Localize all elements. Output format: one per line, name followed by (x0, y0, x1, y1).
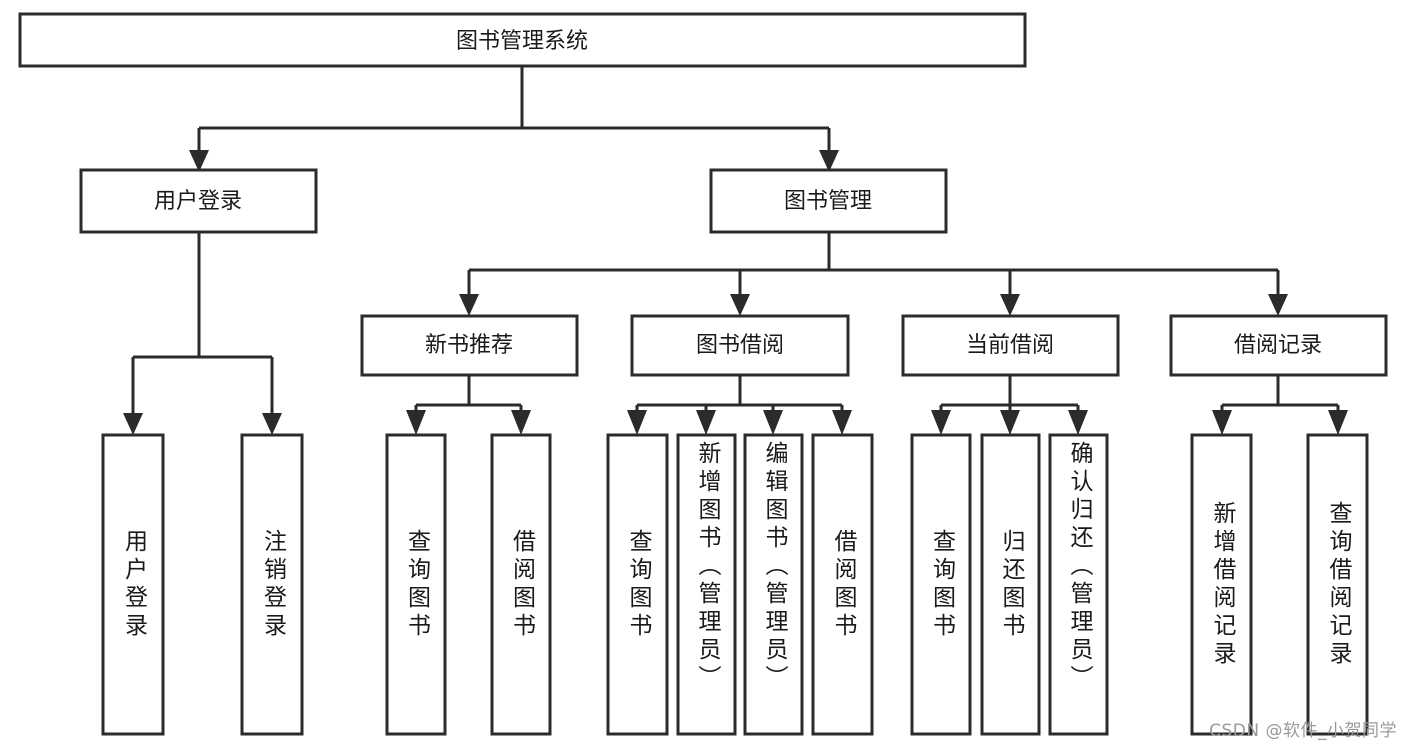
node-borrow-record-label: 借阅记录 (1234, 333, 1322, 358)
node-root-system-label: 图书管理系统 (456, 29, 588, 54)
leaf-new-book-borrow[interactable] (490, 433, 552, 736)
node-book-borrow[interactable] (630, 314, 850, 377)
arrow-head-borrowrecord-add (1212, 410, 1232, 435)
leaf-book-borrow-add[interactable] (676, 433, 737, 736)
arrow-head-new-book (459, 294, 479, 316)
connector-layer (123, 66, 1348, 435)
arrow-head-bookborrow-lend (832, 410, 852, 435)
arrow-head-leaf-logout (262, 413, 282, 435)
arrow-head-bookborrow-query (627, 410, 647, 435)
arrow-head-currentborrow-confirm (1068, 410, 1088, 435)
node-current-borrow[interactable] (901, 314, 1120, 377)
arrow-head-book-borrow (730, 294, 750, 316)
node-current-borrow-label: 当前借阅 (966, 333, 1054, 358)
watermark-text: CSDN @软件_小贺同学 (1209, 721, 1397, 741)
node-book-manage-label: 图书管理 (784, 189, 872, 214)
arrow-head-book-manage (819, 150, 839, 172)
arrow-head-currentborrow-return (1000, 410, 1020, 435)
arrow-head-user-login (189, 150, 209, 172)
node-new-book-recommend[interactable] (360, 314, 579, 377)
leaf-book-borrow-edit[interactable] (743, 433, 804, 736)
node-layer: 图书管理系统 用户登录 图书管理 新书推荐 图书借阅 当前借阅 借阅记录 (18, 12, 1388, 736)
leaf-current-borrow-query[interactable] (910, 433, 972, 736)
leaf-book-borrow-query[interactable] (606, 433, 669, 736)
arrow-head-borrow-record (1268, 294, 1288, 316)
leaf-borrow-record-add[interactable] (1190, 433, 1253, 736)
node-user-login[interactable] (79, 168, 318, 234)
node-book-borrow-label: 图书借阅 (696, 333, 784, 358)
arrow-head-current-borrow (1000, 294, 1020, 316)
node-root-system[interactable] (18, 12, 1027, 68)
leaf-user-login-logout[interactable] (240, 433, 304, 736)
arrow-head-newbook-borrow (511, 410, 531, 435)
arrow-head-newbook-query (406, 410, 426, 435)
leaf-current-borrow-confirm[interactable] (1048, 433, 1109, 736)
arrow-head-currentborrow-query (931, 410, 951, 435)
arrow-head-bookborrow-edit (763, 410, 783, 435)
arrow-head-bookborrow-add (696, 410, 716, 435)
node-new-book-recommend-label: 新书推荐 (425, 333, 513, 358)
node-book-manage[interactable] (709, 168, 948, 234)
leaf-book-borrow-lend[interactable] (811, 433, 874, 736)
leaf-new-book-query[interactable] (385, 433, 447, 736)
leaf-current-borrow-return[interactable] (980, 433, 1041, 736)
leaf-borrow-record-query[interactable] (1306, 433, 1369, 736)
arrow-head-borrowrecord-query (1328, 410, 1348, 435)
node-borrow-record[interactable] (1169, 314, 1388, 377)
node-user-login-label: 用户登录 (154, 189, 242, 214)
leaf-user-login-login[interactable] (101, 433, 165, 736)
arrow-head-leaf-user-login (123, 413, 143, 435)
